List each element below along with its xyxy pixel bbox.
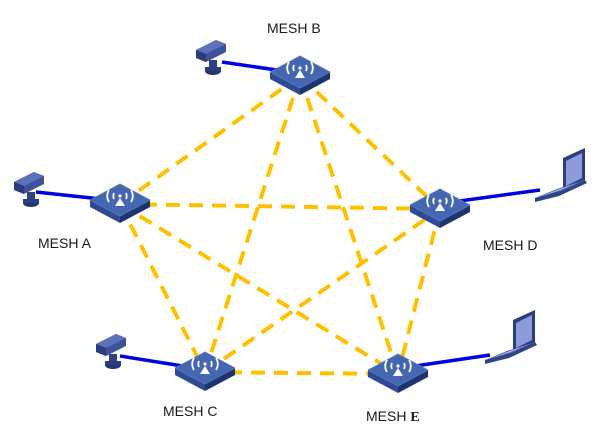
mesh-link-a-e [118, 202, 400, 376]
mesh-link-d-e [396, 208, 442, 375]
mesh-link-c-d [203, 207, 442, 374]
mesh-link-a-d [119, 202, 441, 211]
mesh-link-b-c [203, 75, 302, 373]
mesh-link-c-e [204, 370, 399, 376]
node-label-mesh-a: MESH A [38, 235, 92, 251]
access-points [89, 55, 471, 394]
surveillance-camera-icon [96, 334, 126, 369]
node-label-mesh-c: MESH C [163, 403, 217, 419]
node-label-mesh-b: MESH B [267, 20, 321, 36]
mesh-link-b-d [298, 74, 442, 211]
surveillance-camera-icon [14, 172, 44, 207]
surveillance-camera-icon [196, 40, 226, 75]
mesh-link-a-b [118, 74, 302, 206]
mesh-links [118, 74, 442, 376]
node-label-mesh-e: MESH E [366, 408, 420, 425]
node-label-mesh-d: MESH D [483, 237, 537, 253]
node-label-mesh-e-suffix: E [410, 410, 419, 425]
mesh-link-b-e [298, 75, 400, 375]
mesh-link-a-c [118, 203, 207, 373]
node-label-mesh-e-prefix: MESH [366, 408, 410, 424]
laptop-icon [535, 148, 587, 202]
laptop-icon [485, 310, 537, 364]
